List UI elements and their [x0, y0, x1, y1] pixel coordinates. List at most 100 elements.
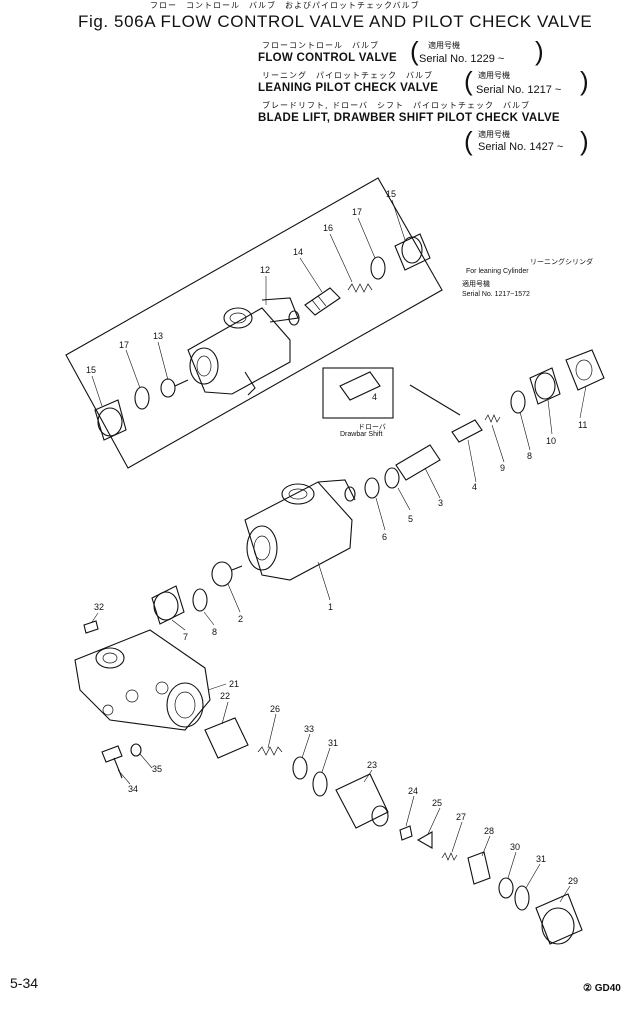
- label-35: 35: [152, 764, 162, 774]
- leaning-serial: Serial No. 1217~1572: [462, 291, 530, 298]
- label-30: 30: [510, 842, 520, 852]
- part-28: [467, 851, 491, 885]
- leaning-note-jp: リーニングシリンダ: [530, 259, 593, 266]
- page-number: 5-34: [10, 975, 39, 991]
- drawbar-note: Drawbar Shift: [340, 431, 383, 438]
- part-number-labels: 15 17 16 14 12 13 17 15 4 1 2 3 4 5 6 7 …: [86, 189, 587, 886]
- valve-1-serial-jp: 適用号機: [428, 41, 460, 50]
- label-29: 29: [568, 876, 578, 886]
- label-27: 27: [456, 812, 466, 822]
- label-23: 23: [367, 760, 377, 770]
- model-name: GD40: [594, 983, 621, 994]
- label-10: 10: [546, 436, 556, 446]
- jp-title: フロー コントロール バルブ およびパイロットチェックバルブ: [150, 1, 420, 10]
- label-2: 2: [238, 614, 243, 624]
- part-8-ring: [510, 390, 526, 414]
- paren-open-1: (: [410, 36, 419, 66]
- part-22: [204, 717, 249, 759]
- leaning-serial-jp: 適用号機: [462, 281, 490, 288]
- part-31-ring-b: [514, 885, 530, 911]
- inset-ring-17a: [370, 256, 386, 280]
- paren-close-1: ): [535, 36, 544, 66]
- label-26: 26: [270, 704, 280, 714]
- valve-3-serial: Serial No. 1427 ~: [478, 141, 564, 153]
- part-35-washer: [130, 743, 142, 757]
- label-4: 4: [472, 482, 477, 492]
- part-11-cover: [565, 349, 605, 391]
- label-8-right: 8: [527, 451, 532, 461]
- part-23-plug: [335, 773, 389, 829]
- part-27-spring: [441, 852, 458, 861]
- valve-2-serial-jp: 適用号機: [478, 71, 510, 80]
- part-29-plug: [535, 893, 583, 945]
- part-25: [416, 831, 433, 849]
- part-34-bolt: [101, 745, 123, 779]
- drawbar-part-4: [339, 371, 381, 401]
- valve-1-name: FLOW CONTROL VALVE: [258, 52, 397, 64]
- part-31-ring: [312, 771, 328, 797]
- label-8-left: 8: [212, 627, 217, 637]
- part-2-poppet: [211, 561, 243, 587]
- valve-3-serial-jp: 適用号機: [478, 130, 510, 139]
- model-code: ② GD40: [583, 983, 621, 994]
- part-4-poppet: [451, 419, 483, 443]
- valve-1-serial: Serial No. 1229 ~: [419, 53, 505, 65]
- inset-plug-15a: [394, 233, 431, 271]
- part-33-ring: [292, 756, 308, 780]
- label-25: 25: [432, 798, 442, 808]
- part-3-sleeve: [395, 444, 441, 481]
- valve-2-jp: リーニング パイロットチェック バルブ: [262, 71, 433, 80]
- paren-open-2: (: [464, 66, 473, 96]
- label-16: 16: [323, 223, 333, 233]
- inset-spring-16: [347, 283, 373, 293]
- label-13: 13: [153, 331, 163, 341]
- inset-panel: [65, 177, 443, 469]
- valve-3-jp: ブレードリフト, ドローバ シフト パイロットチェック バルブ: [262, 101, 531, 110]
- part-26-spring: [257, 746, 283, 756]
- part-32-pin: [83, 620, 99, 634]
- figure-title: Fig. 506A FLOW CONTROL VALVE AND PILOT C…: [78, 12, 593, 31]
- label-24: 24: [408, 786, 418, 796]
- part-7-plug: [151, 585, 185, 625]
- drawbar-note-jp: ドローバ: [358, 424, 386, 431]
- paren-close-2: ): [580, 66, 589, 96]
- main-valve-body: [244, 479, 356, 581]
- lower-valve-body-21: [74, 629, 211, 731]
- leader-lines: [91, 199, 587, 903]
- inset-part-13: [160, 378, 189, 398]
- valve-2-serial: Serial No. 1217 ~: [476, 84, 562, 96]
- part-5-ring: [384, 467, 400, 489]
- valve-2-name: LEANING PILOT CHECK VALVE: [258, 82, 439, 94]
- label-17-a: 17: [352, 207, 362, 217]
- inset-part-14: [304, 287, 341, 316]
- valve-1-jp: フローコントロール バルブ: [262, 41, 379, 50]
- label-32: 32: [94, 602, 104, 612]
- valve-3-name: BLADE LIFT, DRAWBER SHIFT PILOT CHECK VA…: [258, 112, 560, 124]
- paren-open-3: (: [464, 126, 473, 156]
- label-15-b: 15: [86, 365, 96, 375]
- label-21: 21: [229, 679, 239, 689]
- label-22: 22: [220, 691, 230, 701]
- part-9-spring: [484, 414, 501, 423]
- model-mark: ②: [583, 983, 592, 994]
- label-6: 6: [382, 532, 387, 542]
- leaning-note: For leaning Cylinder: [466, 268, 529, 275]
- callout-arrow: [409, 384, 461, 416]
- part-8-ring-left: [192, 588, 208, 612]
- label-15-a: 15: [386, 189, 396, 199]
- label-9: 9: [500, 463, 505, 473]
- inset-plug-15b: [94, 399, 127, 441]
- paren-close-3: ): [580, 126, 589, 156]
- label-11: 11: [578, 420, 587, 430]
- drawbar-callout-box: [322, 367, 394, 419]
- label-4-callout: 4: [372, 392, 377, 402]
- label-1: 1: [328, 602, 333, 612]
- label-3: 3: [438, 498, 443, 508]
- label-12: 12: [260, 265, 270, 275]
- inset-ring-17b: [134, 386, 150, 410]
- label-34: 34: [128, 784, 138, 794]
- part-10-plug: [529, 367, 561, 405]
- label-14: 14: [293, 247, 303, 257]
- inset-valve-body: [187, 297, 300, 396]
